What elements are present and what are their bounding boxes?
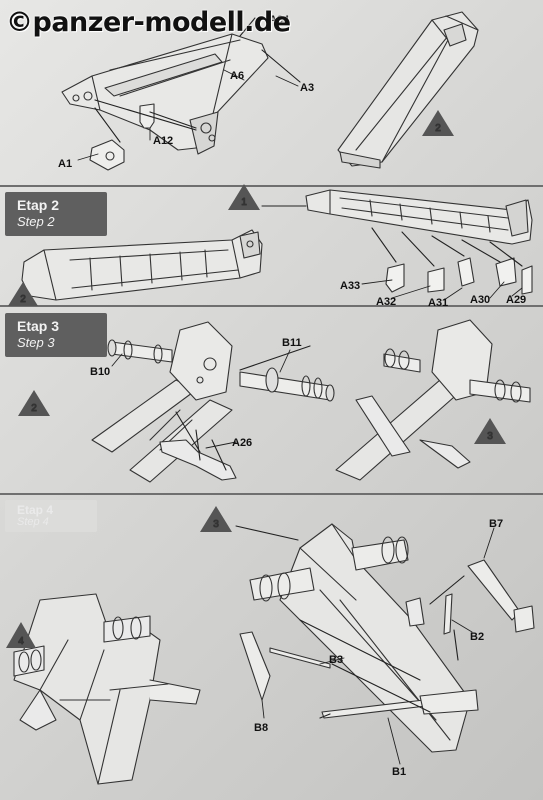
part-label-b11: B11	[282, 337, 302, 349]
marker-label: 2	[435, 123, 441, 134]
part-label-b3: B3	[329, 654, 344, 666]
part-label-a32: A32	[376, 296, 397, 308]
part-label-a29: A29	[506, 294, 527, 306]
part-label-b10: B10	[90, 366, 111, 378]
watermark: ©panzer-modell.de	[6, 7, 291, 38]
part-label-a26: A26	[232, 437, 253, 449]
step-4-title: Etap 4	[17, 503, 54, 517]
part-label-a34: A34	[269, 14, 290, 26]
step-4-header: Etap 4 Step 4	[5, 500, 97, 532]
part-label-a31: A31	[428, 297, 449, 309]
step-3-subtitle: Step 3	[17, 335, 55, 350]
svg-text:2: 2	[31, 403, 37, 414]
part-label-b7: B7	[489, 518, 504, 530]
step-2-result-marker: 2	[8, 282, 38, 306]
part-label-b2: B2	[470, 631, 485, 643]
leader-lines	[77, 69, 523, 765]
step-3-header: Etap 3 Step 3	[5, 313, 107, 357]
step-4-subtitle: Step 4	[17, 516, 49, 528]
step-2-header: Etap 2 Step 2	[5, 192, 107, 236]
part-label-b1: B1	[392, 766, 407, 778]
divider-step-2-3	[0, 305, 543, 307]
step-2-subtitle: Step 2	[17, 214, 55, 229]
divider-step-1-2	[0, 185, 543, 187]
svg-text:3: 3	[213, 519, 219, 530]
step-3-ref-marker: 2	[18, 390, 50, 416]
step-3-drawing	[91, 319, 531, 483]
svg-text:4: 4	[18, 636, 24, 647]
part-label-b8: B8	[254, 722, 269, 734]
step-2-ref-marker: 1	[228, 184, 260, 210]
step-4-drawing	[13, 523, 535, 785]
part-label-a6: A6	[230, 70, 245, 82]
svg-text:3: 3	[487, 431, 493, 442]
part-label-a12: A12	[153, 135, 174, 147]
step-2-drawing	[21, 189, 533, 301]
svg-text:2: 2	[20, 294, 26, 305]
part-label-a30: A30	[470, 294, 491, 306]
step-4-result-marker: 4	[6, 622, 36, 648]
step-4-ref-marker: 3	[200, 506, 232, 532]
part-label-a3: A3	[300, 82, 315, 94]
step-1-drawing	[61, 11, 479, 171]
step-3-result-marker: 3	[474, 418, 506, 444]
step-3-title: Etap 3	[17, 318, 60, 334]
step-1-result-marker: 2	[422, 110, 454, 136]
part-label-a33: A33	[340, 280, 361, 292]
divider-step-3-4	[0, 493, 543, 495]
part-label-a1: A1	[58, 158, 73, 170]
svg-text:1: 1	[241, 197, 247, 208]
step-2-title: Etap 2	[17, 197, 60, 213]
